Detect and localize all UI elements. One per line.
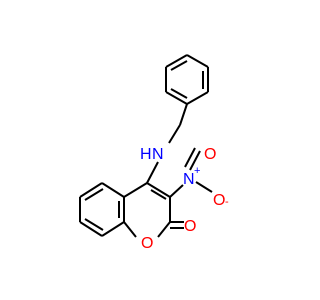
nitro-double-bond-2 — [184, 147, 196, 168]
fused-benzene-ring — [79, 182, 125, 237]
amine-n-label: N — [152, 146, 164, 163]
nh-c4-bond — [146, 161, 159, 184]
ring-o-label: O — [141, 235, 153, 252]
nitro-single-bond — [195, 181, 213, 193]
nitro-n-charge: + — [194, 165, 200, 177]
benzyl-ch2-bond — [179, 103, 188, 126]
ch2-nh-bond — [168, 124, 181, 144]
c3-nitro-bond — [169, 184, 184, 198]
nitro-o-double-label: O — [204, 146, 216, 163]
nitro-n-label: N — [183, 171, 195, 188]
benzyl-ring — [165, 54, 209, 105]
nitro-o-minus-label: O — [213, 192, 225, 209]
pyranone-ring — [123, 182, 171, 238]
structure-diagram: N H N + O O - O O — [79, 54, 229, 252]
nitro-o-minus-charge: - — [225, 196, 229, 208]
carbonyl-o-label: O — [184, 218, 196, 235]
nitro-double-bond-1 — [189, 150, 201, 171]
amine-h-label: H — [140, 146, 152, 163]
